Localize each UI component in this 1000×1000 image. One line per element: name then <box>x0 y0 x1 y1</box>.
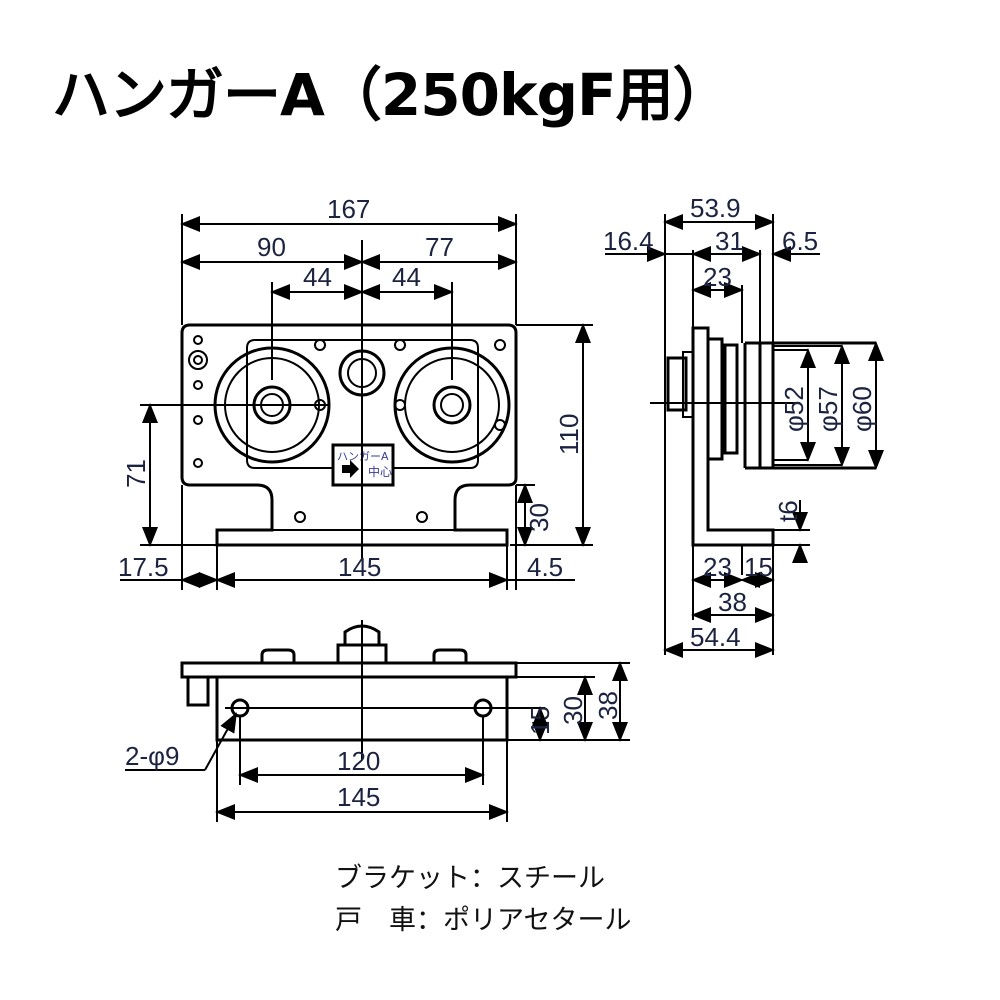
dim-31: 31 <box>715 226 744 256</box>
page-title: ハンガーA（250kgF用） <box>52 61 731 129</box>
dim-77: 77 <box>425 232 454 262</box>
dim-phi-52: φ52 <box>779 386 809 432</box>
arrow-right-icon <box>342 460 359 478</box>
dim-145: 145 <box>338 552 381 582</box>
dim-base-15: 15 <box>744 552 773 582</box>
dim-30: 30 <box>524 503 554 532</box>
side-view: 53.9 16.4 31 6.5 23 φ52 φ57 φ60 t6 23 15… <box>603 193 884 658</box>
dim-44-right: 44 <box>392 262 421 292</box>
dim-120: 120 <box>337 746 380 776</box>
dim-16-4: 16.4 <box>603 226 654 256</box>
dim-6-5: 6.5 <box>782 226 818 256</box>
dim-71: 71 <box>121 459 151 488</box>
note-wheel-material: 戸 車：ポリアセタール <box>335 905 632 936</box>
dim-phi-57: φ57 <box>813 386 843 432</box>
dim-holes: 2-φ9 <box>125 741 179 771</box>
dim-145-bottom: 145 <box>337 782 380 812</box>
note-bracket-material: ブラケット：スチール <box>335 863 605 894</box>
dim-90: 90 <box>257 232 286 262</box>
front-view: ハンガーA 中心 167 90 7 <box>118 194 593 590</box>
dim-30-bottom: 30 <box>558 696 588 725</box>
bottom-view: 15 30 38 120 145 2-φ9 <box>125 620 630 822</box>
dim-base-23: 23 <box>703 552 732 582</box>
center-label-bottom: 中心 <box>368 464 392 479</box>
dim-38: 38 <box>718 587 747 617</box>
dim-4-5: 4.5 <box>527 552 563 582</box>
dim-167: 167 <box>327 194 370 224</box>
dim-23: 23 <box>703 262 732 292</box>
dim-110: 110 <box>554 414 584 455</box>
dim-54-4: 54.4 <box>690 622 741 652</box>
dim-44-left: 44 <box>303 262 332 292</box>
dim-t6: t6 <box>773 500 803 522</box>
dim-phi-60: φ60 <box>847 386 877 432</box>
dim-53-9: 53.9 <box>690 193 741 223</box>
dim-38-bottom: 38 <box>593 691 623 720</box>
dim-17-5: 17.5 <box>118 552 169 582</box>
dim-15: 15 <box>525 706 555 735</box>
